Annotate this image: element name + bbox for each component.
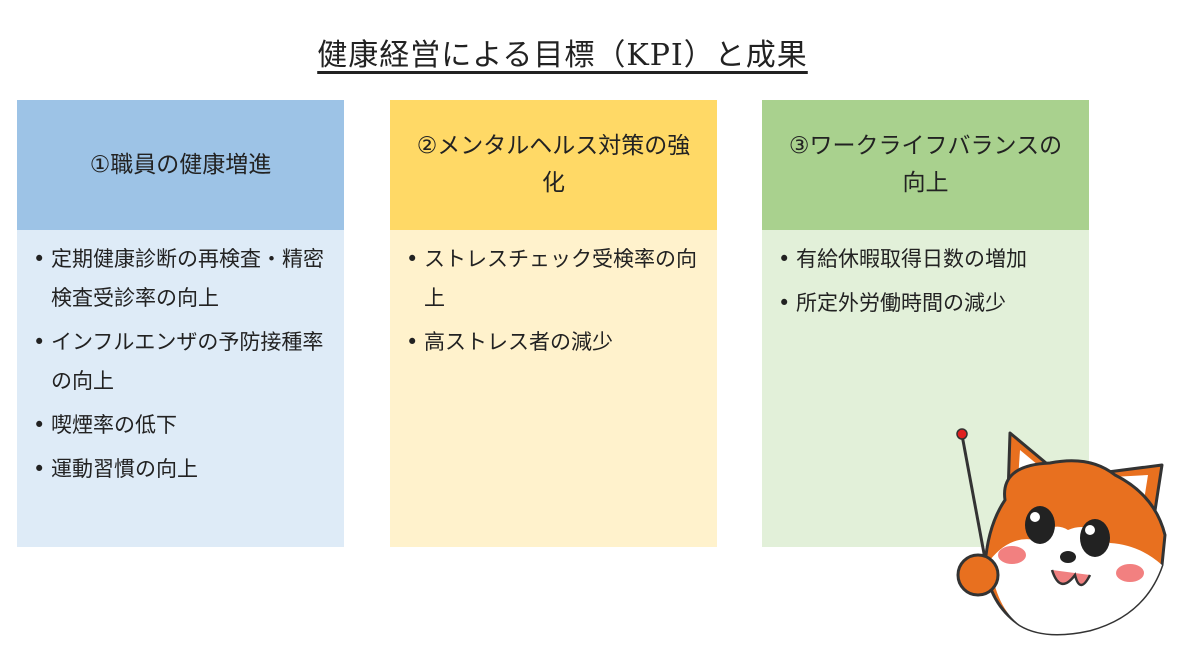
list-item: •有給休暇取得日数の増加 bbox=[776, 240, 1075, 279]
bullet-icon: • bbox=[406, 330, 419, 354]
card-heading: ③ワークライフバランスの向上 bbox=[762, 100, 1089, 230]
bullet-icon: • bbox=[778, 247, 791, 271]
bullet-icon: • bbox=[33, 247, 46, 271]
kpi-list: •ストレスチェック受検率の向上 •高ストレス者の減少 bbox=[404, 240, 703, 362]
list-item: •喫煙率の低下 bbox=[31, 406, 330, 445]
bullet-icon: • bbox=[406, 247, 419, 271]
list-item: •高ストレス者の減少 bbox=[404, 323, 703, 362]
card-body: •定期健康診断の再検査・精密検査受診率の向上 •インフルエンザの予防接種率の向上… bbox=[17, 230, 344, 547]
bullet-icon: • bbox=[33, 457, 46, 481]
list-item: •所定外労働時間の減少 bbox=[776, 284, 1075, 323]
card-body: •ストレスチェック受検率の向上 •高ストレス者の減少 bbox=[390, 230, 717, 547]
list-item: •ストレスチェック受検率の向上 bbox=[404, 240, 703, 318]
list-item: •定期健康診断の再検査・精密検査受診率の向上 bbox=[31, 240, 330, 318]
bullet-icon: • bbox=[33, 330, 46, 354]
list-item: •インフルエンザの予防接種率の向上 bbox=[31, 323, 330, 401]
page-title: 健康経営による目標（KPI）と成果 bbox=[317, 38, 808, 73]
fox-mascot-with-pointer-icon bbox=[956, 428, 1167, 636]
kpi-card-mental-health: ②メンタルヘルス対策の強化 •ストレスチェック受検率の向上 •高ストレス者の減少 bbox=[390, 100, 717, 547]
bullet-icon: • bbox=[33, 413, 46, 437]
kpi-list: •有給休暇取得日数の増加 •所定外労働時間の減少 bbox=[776, 240, 1075, 323]
kpi-card-health: ①職員の健康増進 •定期健康診断の再検査・精密検査受診率の向上 •インフルエンザ… bbox=[17, 100, 344, 547]
card-heading: ②メンタルヘルス対策の強化 bbox=[390, 100, 717, 230]
card-heading: ①職員の健康増進 bbox=[17, 100, 344, 230]
bullet-icon: • bbox=[778, 291, 791, 315]
kpi-list: •定期健康診断の再検査・精密検査受診率の向上 •インフルエンザの予防接種率の向上… bbox=[31, 240, 330, 489]
list-item: •運動習慣の向上 bbox=[31, 450, 330, 489]
